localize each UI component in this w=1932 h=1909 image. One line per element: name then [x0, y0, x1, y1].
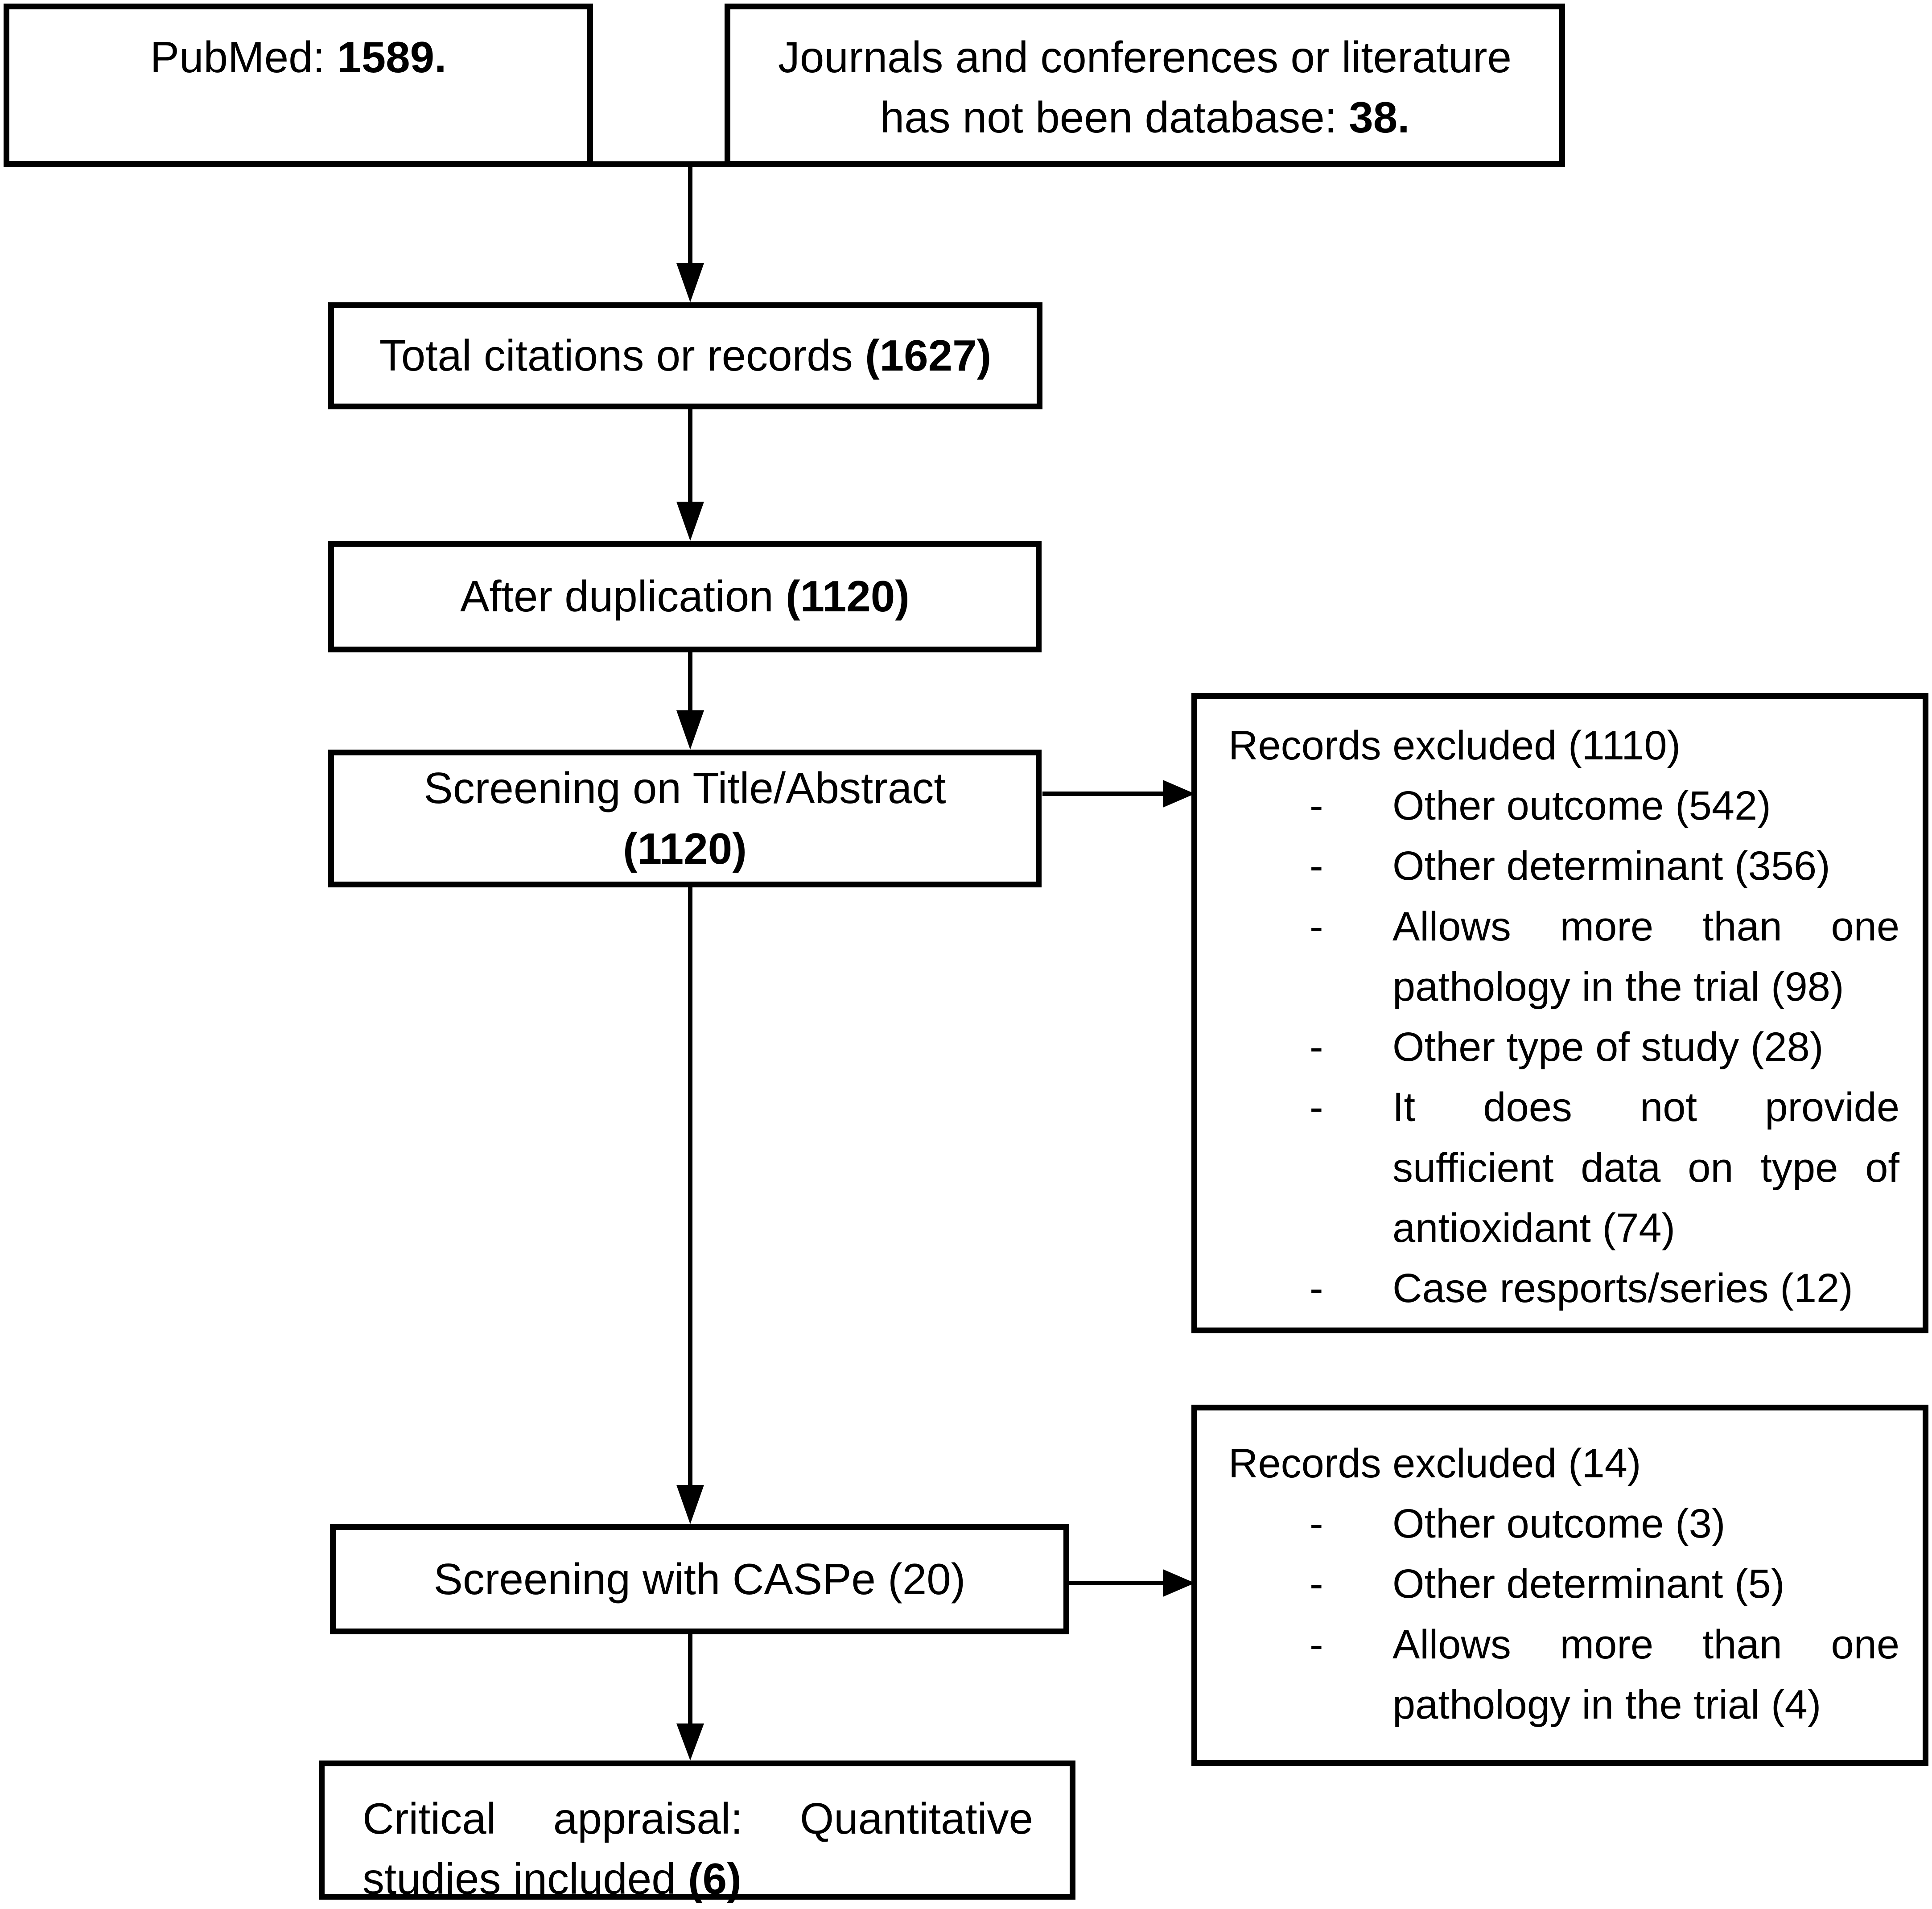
bullet-marker: - [1310, 1024, 1323, 1070]
arrowhead-screening-to-excluded [1163, 780, 1195, 808]
bullet-marker: - [1310, 1561, 1323, 1607]
arrowhead-duplication-to-screening [676, 710, 704, 750]
list-item: - It does not provide sufficient data on… [1228, 1077, 1899, 1258]
arrowhead-screening-to-caspe [676, 1485, 704, 1524]
excluded1-item-text: Other outcome (542) [1392, 783, 1771, 829]
excluded2-item-text: Other outcome (3) [1392, 1501, 1726, 1547]
critical-line2: studies included (6) [363, 1854, 741, 1904]
excluded2-item-text: Other determinant (5) [1392, 1561, 1785, 1607]
bullet-marker: - [1310, 1621, 1323, 1667]
bullet-marker: - [1310, 903, 1323, 949]
records-excluded-14-box: Records excluded (14) - Other outcome (3… [1191, 1405, 1928, 1766]
journals-box: Journals and conferences or literature h… [725, 4, 1565, 167]
list-item: - Case resports/series (12) [1228, 1258, 1899, 1319]
excluded2-item-text: pathology in the trial (4) [1392, 1682, 1821, 1728]
excluded1-item-text: Case resports/series (12) [1392, 1266, 1853, 1311]
arrowhead-top-to-total [676, 263, 704, 302]
excluded1-item-text: antioxidant (74) [1392, 1205, 1676, 1251]
excluded2-item-text: Allows more than one [1392, 1621, 1899, 1667]
caspe-label: Screening with CASPe (20) [433, 1554, 966, 1604]
bullet-marker: - [1310, 783, 1323, 829]
excluded1-item-text: Allows more than one [1392, 903, 1899, 949]
journals-line2: has not been database: 38. [880, 93, 1410, 142]
list-item: - Allows more than one pathology in the … [1228, 1615, 1899, 1735]
excluded1-item-text: It does not provide [1392, 1084, 1899, 1130]
caspe-box: Screening with CASPe (20) [330, 1524, 1069, 1634]
excluded1-item-text: pathology in the trial (98) [1392, 964, 1844, 1010]
arrowhead-caspe-to-excluded [1163, 1569, 1195, 1597]
pubmed-label: PubMed: 1589. [150, 33, 447, 82]
excluded2-title: Records excluded (14) [1228, 1441, 1641, 1486]
list-item: - Other outcome (3) [1228, 1494, 1899, 1554]
pubmed-box: PubMed: 1589. [4, 4, 593, 167]
bullet-marker: - [1310, 1084, 1323, 1130]
total-citations-box: Total citations or records (1627) [328, 302, 1042, 409]
critical-line1: Critical appraisal: Quantitative [363, 1794, 1033, 1843]
arrowhead-caspe-to-critical [676, 1723, 704, 1761]
arrowhead-total-to-duplication [676, 502, 704, 541]
excluded1-item-text: Other determinant (356) [1392, 843, 1830, 889]
screening-title-abstract-box: Screening on Title/Abstract (1120) [328, 750, 1042, 887]
critical-appraisal-box: Critical appraisal: Quantitative studies… [319, 1761, 1075, 1903]
records-excluded-1110-box: Records excluded (1110) - Other outcome … [1191, 693, 1928, 1333]
list-item: - Other type of study (28) [1228, 1017, 1899, 1077]
bullet-marker: - [1310, 843, 1323, 889]
list-item: - Other outcome (542) [1228, 776, 1899, 836]
list-item: - Allows more than one pathology in the … [1228, 897, 1899, 1017]
bullet-marker: - [1310, 1501, 1323, 1547]
total-citations-label: Total citations or records (1627) [379, 331, 992, 380]
after-duplication-box: After duplication (1120) [328, 541, 1042, 652]
excluded1-item-text: Other type of study (28) [1392, 1024, 1824, 1070]
journals-line1: Journals and conferences or literature [778, 33, 1512, 82]
screening-count: (1120) [623, 824, 747, 873]
list-item: - Other determinant (356) [1228, 836, 1899, 896]
bullet-marker: - [1310, 1266, 1323, 1311]
list-item: - Other determinant (5) [1228, 1554, 1899, 1614]
excluded1-item-text: sufficient data on type of [1392, 1145, 1899, 1191]
screening-line1: Screening on Title/Abstract [424, 763, 946, 813]
excluded1-title: Records excluded (1110) [1228, 723, 1681, 768]
after-duplication-label: After duplication (1120) [460, 572, 910, 621]
